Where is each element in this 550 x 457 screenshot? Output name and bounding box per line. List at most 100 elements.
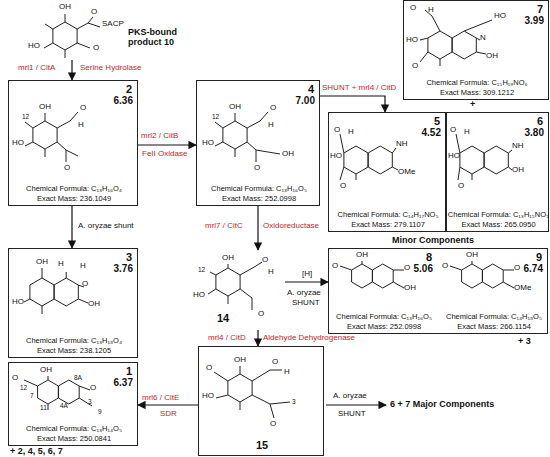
atom-label: O [12,374,18,383]
atom-label: O [450,126,456,135]
atom-label: OMe [398,168,415,177]
atom-label: HO [494,12,506,21]
compound-6 [456,134,512,180]
enzyme-label: SHUNT + mrl4 / CitD [322,84,396,93]
nmr-shift: 3.76 [114,263,133,274]
atom-label: OH [486,52,498,61]
chemical-formula: Chemical Formula: C₁₄H₁₈O₅ [439,313,549,321]
atom-label: OH [234,356,246,365]
reaction-arrow [138,404,198,405]
exact-mass: Exact Mass: 279.1107 [329,221,447,229]
chemical-formula: Chemical Formula: C₁₃H₁₆O₄ [9,185,139,193]
atom-label: OH [404,284,416,293]
atom-label: OH [229,103,241,112]
compound-10 [44,14,100,58]
nmr-shift: 6.37 [114,377,133,388]
atom-label: HO [202,392,214,401]
reaction-arrow [285,281,328,282]
compound-box: 15 [198,346,324,456]
compound-8 [340,261,404,288]
atom-label: OH [466,251,478,260]
note-label: + 3 [518,337,531,347]
atom-number: 3 [292,398,296,405]
atom-label: H [348,128,354,137]
enzyme-label: mrl6 / CitE [142,394,179,403]
note-label: Minor Components [392,236,474,246]
compound-box: 54.52Chemical Formula: C₁₄H₁₇NO₅Exact Ma… [328,112,446,232]
shunt-label: A. oryzae [287,289,321,298]
note-label: + 2, 4, 5, 6, 7 [10,447,63,457]
exact-mass: Exact Mass: 252.0998 [197,195,321,203]
atom-label: OH [512,166,524,175]
atom-label: H [268,268,274,277]
compound-number: 2 [126,83,132,95]
atom-label: HO [406,36,418,45]
nmr-shift: 6.74 [524,263,543,274]
chemical-formula: Chemical Formula: C₁₃H₁₆O₅ [197,185,321,193]
compound-number: 9 [536,251,542,263]
reaction-arrow [257,206,258,250]
atom-label: O [64,164,70,173]
compound-number: 6 [537,115,543,127]
atom-label: O [91,8,97,17]
atom-label: O [272,358,278,367]
atom-label: O [82,280,88,289]
atom-label: OH [36,258,48,267]
shunt-label: SHUNT [338,410,366,419]
atom-label: H [80,262,86,271]
atom-label: O [262,256,268,265]
shunt-arrow [326,405,386,406]
atom-label: N [480,34,486,43]
atom-label: H [464,128,470,137]
atom-number: 12 [22,113,29,120]
atom-label: HO [28,42,40,51]
atom-label: OH [222,254,234,263]
atom-label: O [80,104,86,113]
atom-label: H [284,368,290,377]
atom-label: O [334,126,340,135]
atom-label: SACP [102,20,124,29]
atom-label: O [254,164,260,173]
atom-label: HO [193,291,205,300]
atom-number: 9 [98,408,102,415]
atom-label: O [404,264,410,273]
exact-mass: Exact Mass: 265.0950 [447,221,550,229]
atom-label: H [58,260,64,269]
compound-5 [340,134,398,180]
atom-label: H [428,6,434,15]
reaction-arrow [71,206,72,248]
enzyme-class: FeII Oxidase [142,150,187,159]
atom-number: 7 [30,392,34,399]
atom-label: O [514,264,520,273]
atom-label: HO [448,152,460,161]
shunt-label: SHUNT [292,299,320,308]
atom-number: 4A [60,402,68,409]
shunt-label: A. oryzae shunt [78,222,134,231]
compound-4 [215,112,280,162]
atom-label: OH [59,3,71,12]
atom-label: HO [12,139,24,148]
exact-mass: Exact Mass: 309.1212 [404,89,550,97]
atom-label: OH [356,251,368,260]
atom-label: H [78,121,84,130]
compound-2 [25,112,78,162]
compound-15 [214,366,290,418]
enzyme-label: mrl1 / CitA [18,64,55,73]
enzyme-class: Serine Hydrolase [80,64,141,73]
nmr-shift: 3.99 [525,15,544,26]
atom-label: NH [512,142,524,151]
shunt-label: A. oryzae [333,392,367,401]
compound-group: 14 [185,250,285,330]
chemical-formula: Chemical Formula: C₁₄H₁₇NO₅ [329,211,447,219]
enzyme-label: mrl7 / CitC [205,222,243,231]
compound-7 [420,10,492,66]
exact-mass: Exact Mass: 238.1205 [9,347,139,355]
atom-label: HO [330,152,342,161]
compound-number: 8 [426,251,432,263]
compound-box: 63.80Chemical Formula: C₁₃H₁₅NO₅Exact Ma… [446,112,549,232]
atom-label: O [442,262,448,271]
enzyme-label: mrl2 / CitB [141,132,178,141]
compound-box: 16.37Chemical Formula: C₁₃H₁₄O₅Exact Mas… [8,362,138,446]
compound-number: 5 [434,115,440,127]
atom-label: O [93,44,99,53]
